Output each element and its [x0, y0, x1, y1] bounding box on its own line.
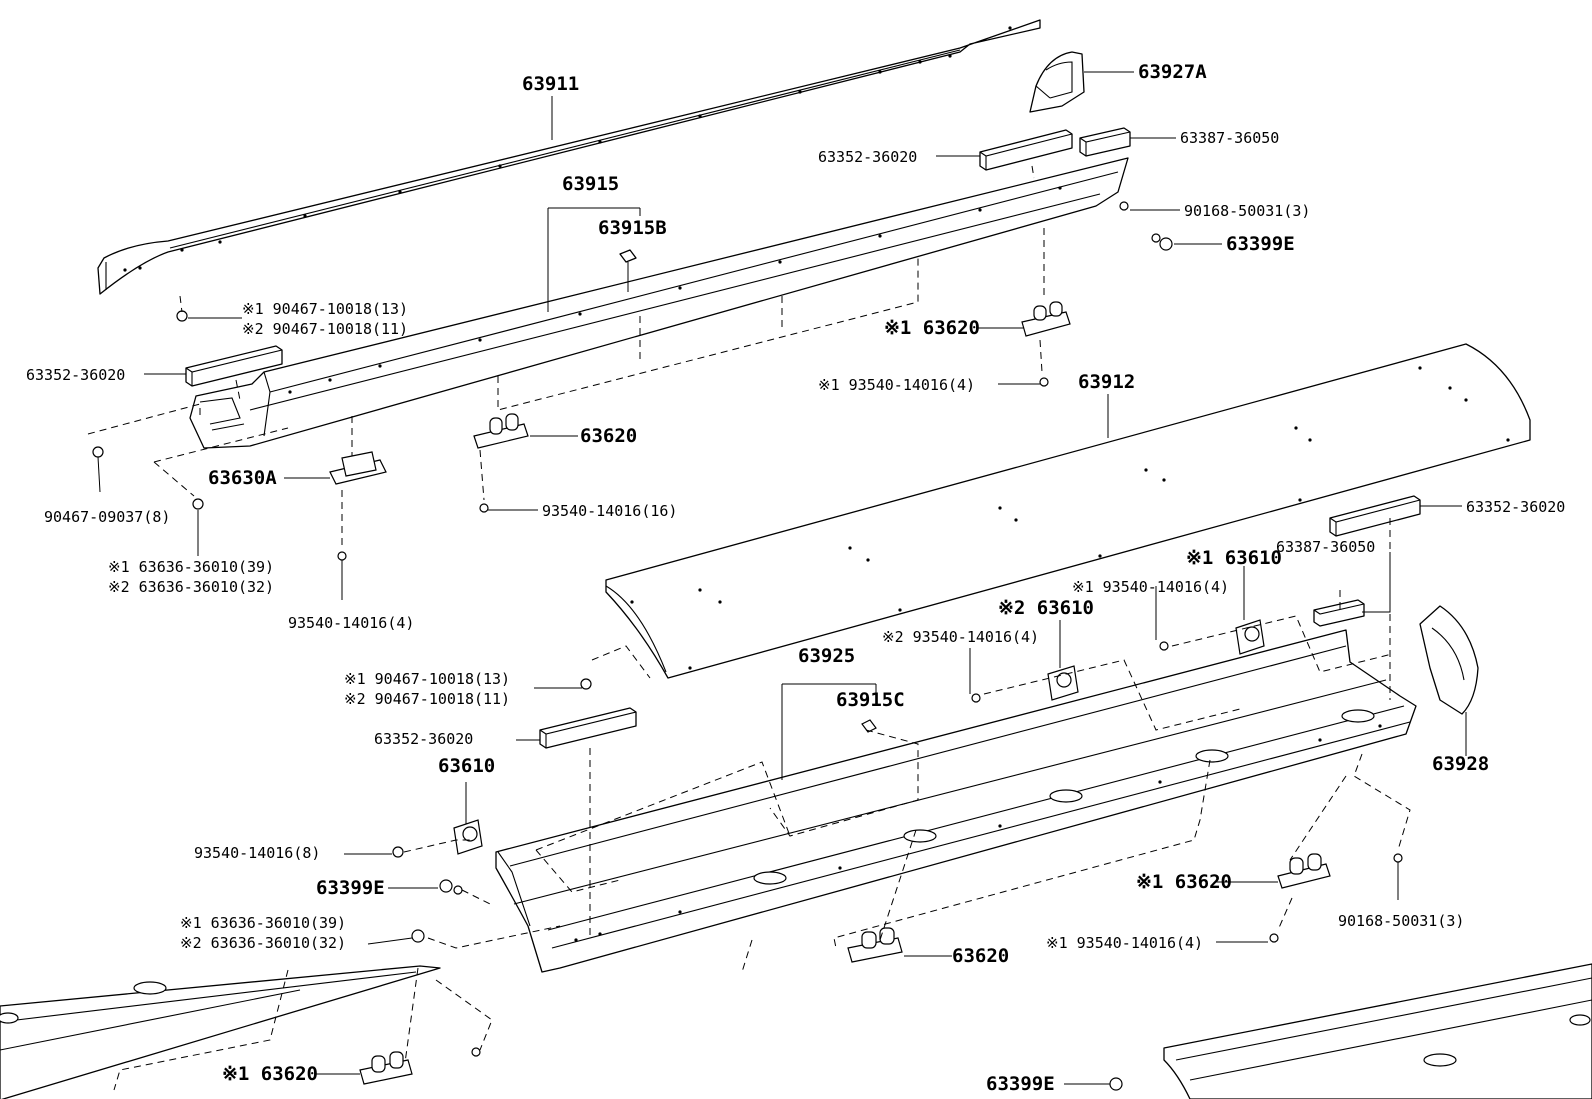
- label-63610-low: 63610: [438, 755, 495, 777]
- label-63915: 63915: [562, 173, 619, 195]
- part-63915B-clip: [619, 249, 637, 292]
- part-63620-low-right-bumper: [1277, 853, 1331, 889]
- part-63911-rail: [97, 19, 1041, 295]
- label-63610-r1: ※1 63610: [1186, 547, 1282, 569]
- part-63620-top-bumper: [1021, 301, 1071, 337]
- label-63636-2: ※2 63636-36010(32): [108, 578, 274, 596]
- label-63352-right: 63352-36020: [1466, 498, 1565, 516]
- label-63387-right: 63387-36050: [1276, 538, 1375, 556]
- label-63620-bl: ※1 63620: [222, 1063, 318, 1085]
- label-63610-r2: ※2 63610: [998, 597, 1094, 619]
- label-63352-top: 63352-36020: [818, 148, 917, 166]
- part-bottom-left-rail: [0, 965, 493, 1099]
- label-63915C: 63915C: [836, 689, 905, 711]
- lower-rail-slots: [753, 709, 1375, 885]
- label-63399E-br: 63399E: [986, 1073, 1055, 1095]
- part-63912-panel: [605, 343, 1531, 679]
- label-63399E-low: 63399E: [316, 877, 385, 899]
- part-63352-left-spacer: [185, 345, 283, 387]
- label-63630A: 63630A: [208, 467, 277, 489]
- part-63915-inner-rail: [189, 157, 1129, 449]
- label-63620-top: ※1 63620: [884, 317, 980, 339]
- label-93540-4: 93540-14016(4): [288, 614, 414, 632]
- fasteners: [92, 201, 1403, 1091]
- label-63620-bottom: 63620: [952, 945, 1009, 967]
- label-63352-left: 63352-36020: [26, 366, 125, 384]
- label-63911: 63911: [522, 73, 579, 95]
- part-labels: 63911 63927A 63387-36050 63352-36020 639…: [26, 61, 1565, 1095]
- label-93540-top: ※1 93540-14016(4): [818, 376, 975, 394]
- part-63630A-bracket: [329, 451, 387, 485]
- label-63620-low-r: ※1 63620: [1136, 871, 1232, 893]
- label-63636-low-2: ※2 63636-36010(32): [180, 934, 346, 952]
- part-63352-mid-spacer: [539, 707, 637, 749]
- label-clip-top-2: ※2 90467-10018(11): [242, 320, 408, 338]
- label-63387-top: 63387-36050: [1180, 129, 1279, 147]
- label-clip-mid-1: ※1 90467-10018(13): [344, 670, 510, 688]
- label-93540-r1: ※1 93540-14016(4): [1072, 578, 1229, 596]
- part-63387-top-spacer: [1079, 127, 1131, 157]
- label-90467-09037: 90467-09037(8): [44, 508, 170, 526]
- part-bottom-right-rail: [1163, 963, 1592, 1099]
- label-63927A: 63927A: [1138, 61, 1207, 83]
- label-63636-low-1: ※1 63636-36010(39): [180, 914, 346, 932]
- part-63610-r2-bracket: [1047, 665, 1079, 701]
- label-63925: 63925: [798, 645, 855, 667]
- label-93540-8: 93540-14016(8): [194, 844, 320, 862]
- leader-lines: [144, 71, 1462, 1085]
- label-63636-1: ※1 63636-36010(39): [108, 558, 274, 576]
- part-63352-top-spacer: [979, 129, 1073, 171]
- label-63399E-top: 63399E: [1226, 233, 1295, 255]
- part-63620-mid-bumper: [473, 413, 529, 449]
- label-63620-mid: 63620: [580, 425, 637, 447]
- label-63915B: 63915B: [598, 217, 667, 239]
- label-90168-low: 90168-50031(3): [1338, 912, 1464, 930]
- label-63928: 63928: [1432, 753, 1489, 775]
- label-63912: 63912: [1078, 371, 1135, 393]
- part-63610-low-bracket: [453, 819, 483, 855]
- part-63928-end-cap: [1419, 605, 1479, 756]
- label-clip-mid-2: ※2 90467-10018(11): [344, 690, 510, 708]
- part-63620-bottom-bumper: [847, 927, 903, 963]
- part-63925-lower-rail: [495, 629, 1417, 973]
- label-93540-16: 93540-14016(16): [542, 502, 677, 520]
- label-93540-r2: ※2 93540-14016(4): [882, 628, 1039, 646]
- part-63352-right-spacer: [1329, 495, 1421, 537]
- label-63352-mid: 63352-36020: [374, 730, 473, 748]
- part-63387-right-spacer: [1313, 599, 1365, 627]
- label-90168-top: 90168-50031(3): [1184, 202, 1310, 220]
- part-63927A-end-cap: [1029, 51, 1085, 113]
- label-clip-top-1: ※1 90467-10018(13): [242, 300, 408, 318]
- label-93540-low-r: ※1 93540-14016(4): [1046, 934, 1203, 952]
